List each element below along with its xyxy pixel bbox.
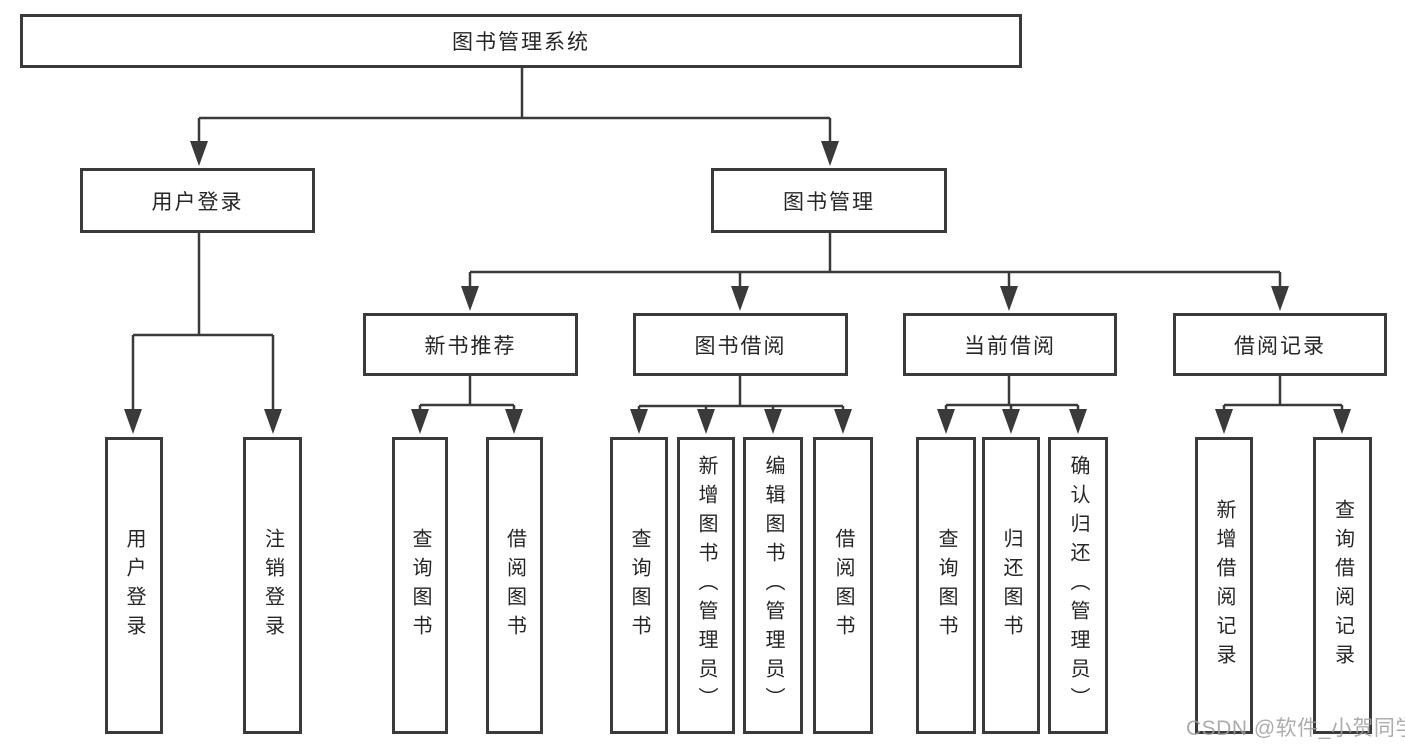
leaf-confirm-return-admin-label: 确认归还（管理员） (1067, 455, 1089, 716)
node-new-book-recommend: 新书推荐 (363, 313, 578, 376)
leaf-query-books-recommend-label: 查询图书 (409, 527, 431, 644)
node-book-borrowing-label: 图书借阅 (694, 334, 787, 358)
leaf-add-borrow-record-label: 新增借阅记录 (1213, 498, 1235, 673)
leaf-add-books-admin-label: 新增图书（管理员） (695, 455, 717, 716)
node-new-book-recommend-label: 新书推荐 (424, 334, 517, 358)
leaf-borrow-books-label: 借阅图书 (832, 527, 854, 644)
node-current-borrowing-label: 当前借阅 (964, 334, 1056, 358)
node-user-login: 用户登录 (80, 168, 315, 233)
leaf-logout: 注销登录 (243, 437, 302, 734)
leaf-query-books-current-label: 查询图书 (935, 527, 957, 644)
leaf-query-borrow-record: 查询借阅记录 (1313, 437, 1372, 734)
leaf-query-books-borrow-label: 查询图书 (628, 527, 650, 644)
leaf-edit-books-admin: 编辑图书（管理员） (743, 437, 803, 734)
leaf-query-borrow-record-label: 查询借阅记录 (1331, 498, 1354, 673)
node-user-login-label: 用户登录 (151, 190, 244, 214)
node-borrow-records: 借阅记录 (1173, 313, 1387, 376)
node-book-management: 图书管理 (711, 168, 947, 233)
leaf-confirm-return-admin: 确认归还（管理员） (1048, 437, 1108, 734)
leaf-query-books-current: 查询图书 (916, 437, 976, 734)
leaf-borrow-books-recommend-label: 借阅图书 (503, 527, 526, 644)
node-root-label: 图书管理系统 (452, 31, 590, 54)
leaf-user-login: 用户登录 (105, 437, 163, 734)
node-book-borrowing: 图书借阅 (633, 313, 848, 376)
leaf-return-books: 归还图书 (982, 437, 1040, 734)
leaf-user-login-label: 用户登录 (123, 527, 145, 644)
leaf-logout-label: 注销登录 (261, 527, 284, 644)
leaf-borrow-books-recommend: 借阅图书 (486, 437, 543, 734)
leaf-edit-books-admin-label: 编辑图书（管理员） (762, 455, 784, 716)
leaf-borrow-books: 借阅图书 (813, 437, 873, 734)
leaf-add-borrow-record: 新增借阅记录 (1195, 437, 1253, 734)
leaf-add-books-admin: 新增图书（管理员） (677, 437, 735, 734)
leaf-query-books-borrow: 查询图书 (610, 437, 668, 734)
leaf-return-books-label: 归还图书 (1000, 527, 1022, 644)
leaf-query-books-recommend: 查询图书 (392, 437, 448, 734)
node-book-management-label: 图书管理 (783, 190, 875, 214)
csdn-watermark: CSDN @软件_小贺同学 (1186, 717, 1405, 740)
node-root-system: 图书管理系统 (20, 14, 1022, 68)
node-current-borrowing: 当前借阅 (903, 313, 1117, 376)
node-borrow-records-label: 借阅记录 (1234, 334, 1326, 358)
